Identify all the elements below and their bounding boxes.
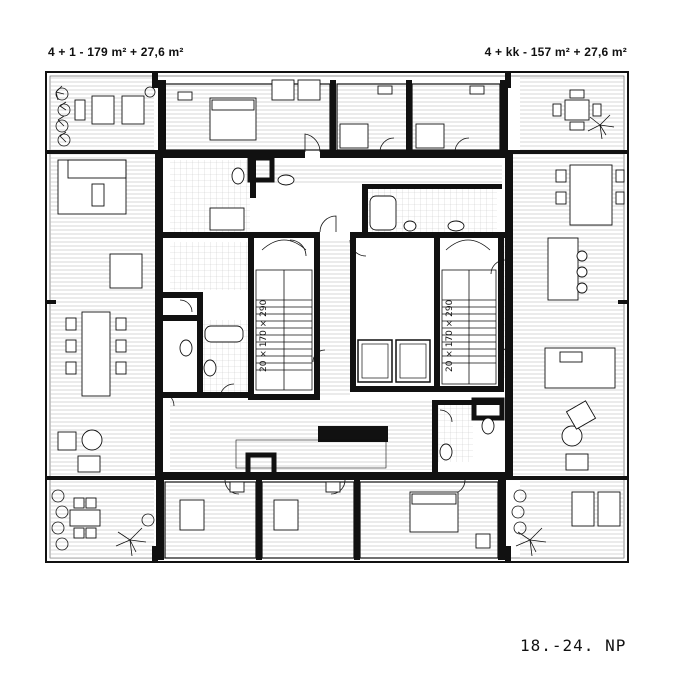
furniture: [57, 79, 625, 549]
doors: [159, 133, 513, 495]
stair-dimension-left: 20 × 170 × 290: [259, 299, 269, 372]
stair-left-dimension: 20 × 170 × 290: [259, 299, 269, 372]
structural-walls: [46, 72, 628, 562]
partitions: [164, 83, 501, 559]
stair-dimension-right: 20 × 170 × 290: [445, 299, 455, 372]
stair-right: [441, 239, 497, 385]
floor-hatching: [50, 76, 624, 558]
plants: [51, 85, 615, 557]
apartment-left-label: 4 + 1 - 179 m² + 27,6 m²: [48, 45, 184, 59]
floor-range-label: 18.-24. NP: [520, 636, 627, 655]
stair-left: [255, 239, 313, 391]
apartment-right-label: 4 + kk - 157 m² + 27,6 m²: [484, 45, 627, 59]
elevators: [357, 339, 431, 383]
stair-right-dimension: 20 × 170 × 290: [445, 299, 455, 372]
